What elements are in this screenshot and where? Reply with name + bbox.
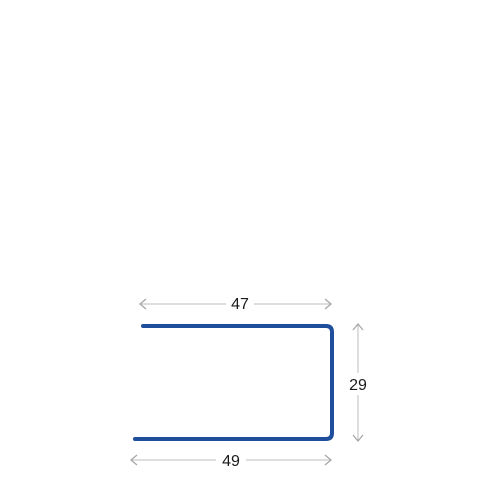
height-dimension: 29 [344, 322, 374, 443]
top-dimension-arrow-right [324, 298, 333, 310]
top-dimension-label: 47 [231, 296, 249, 313]
height-dimension-arrow-top [352, 322, 364, 331]
bottom-dimension-arrow-right [324, 454, 333, 466]
bottom-dimension-arrow-left [129, 454, 138, 466]
height-dimension-arrow-bottom [352, 434, 364, 443]
top-dimension-arrow-left [138, 298, 147, 310]
height-dimension-label: 29 [349, 377, 367, 394]
bottom-dimension-label: 49 [222, 453, 240, 470]
c-profile-outline [133, 324, 334, 441]
top-dimension: 47 [138, 293, 333, 313]
bottom-dimension: 49 [129, 449, 333, 470]
